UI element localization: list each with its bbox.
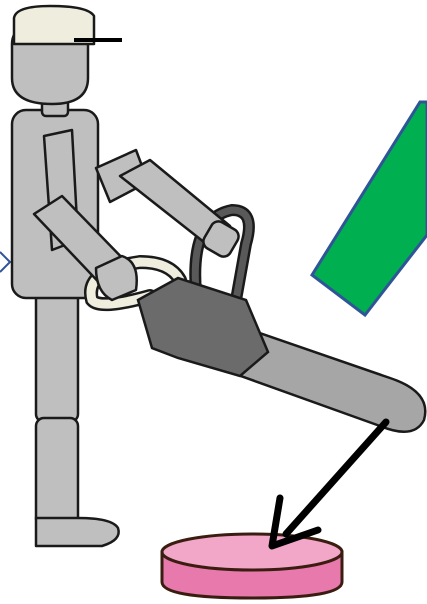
engine-body [138, 278, 268, 376]
left-edge-mark [0, 252, 10, 272]
pink-target-pad [162, 534, 342, 598]
green-board [312, 102, 427, 315]
arrow-shaft [286, 422, 386, 534]
pointer-arrow [272, 422, 386, 546]
pad-top [162, 534, 342, 570]
upper-leg [36, 290, 78, 422]
foot [36, 518, 119, 546]
lower-leg [36, 418, 78, 526]
